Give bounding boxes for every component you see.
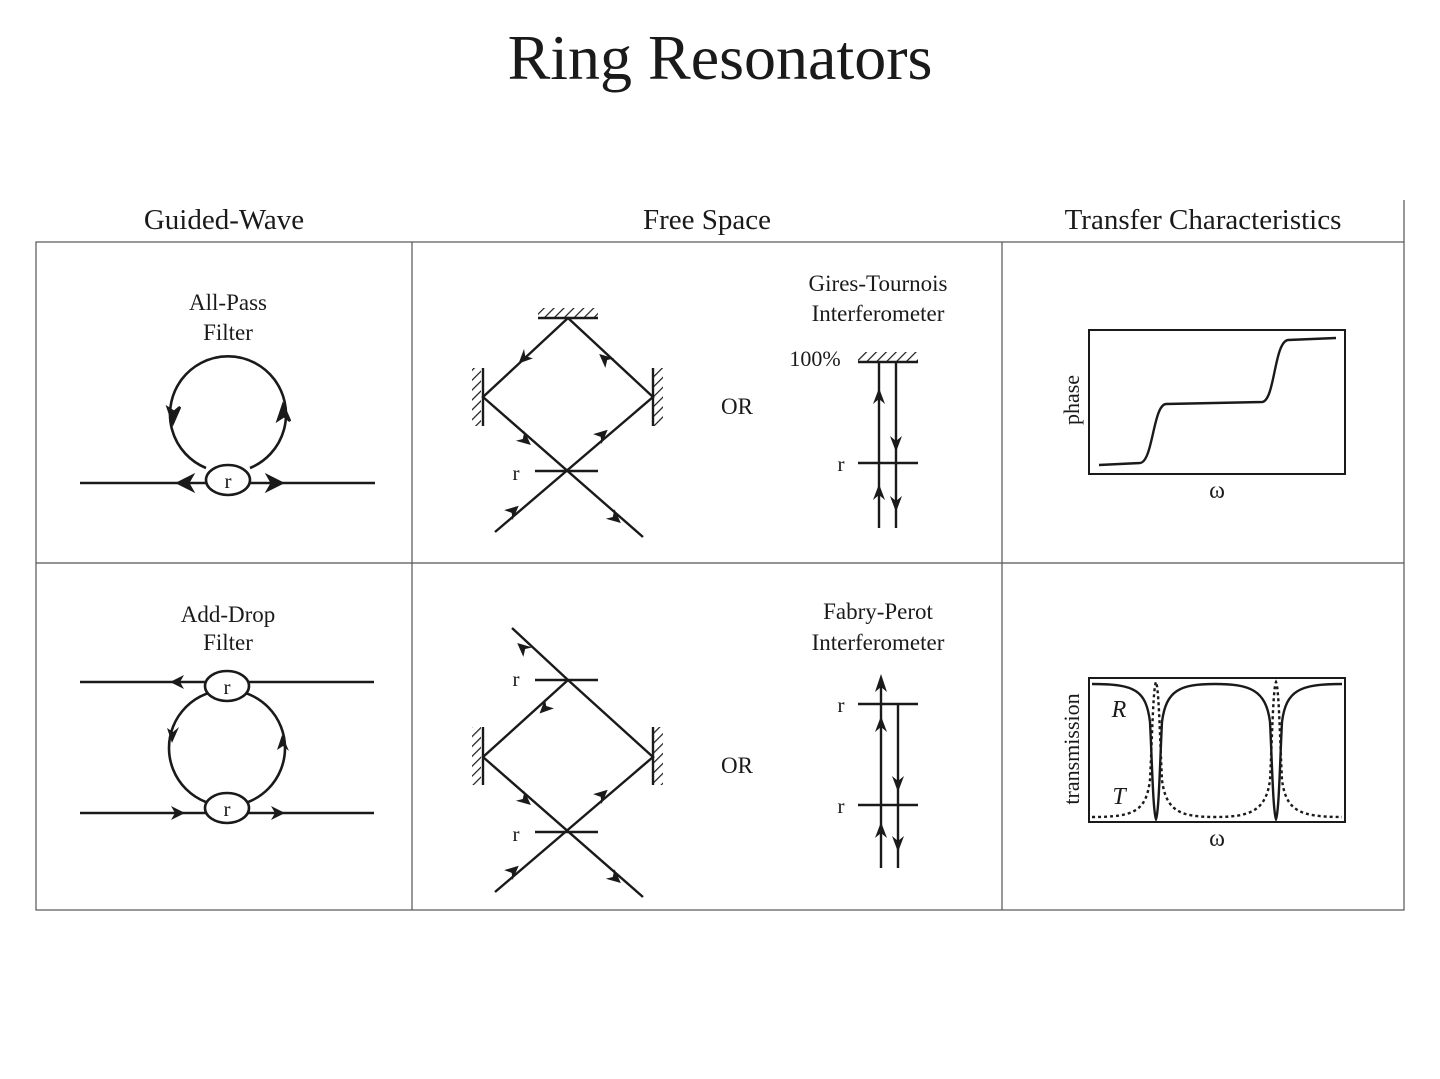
beam-path (481, 678, 655, 898)
beamsplitter-bottom-r-label: r (513, 822, 520, 846)
phase-plot-frame (1088, 329, 1346, 475)
arrow-head-icon (517, 642, 533, 657)
mirror-right-icon (654, 727, 663, 785)
coupler-top-r-label: r (224, 675, 231, 699)
arrow-head-icon (175, 472, 196, 494)
coupler-r-label: r (225, 469, 232, 493)
arrow-head-icon (518, 348, 533, 364)
gires-tournois-label-line1: Gires-Tournois (809, 271, 948, 296)
transmission-curve (1091, 679, 1343, 819)
ring-waveguide (168, 355, 288, 470)
phase-curve (1098, 336, 1337, 467)
drop-beam (511, 627, 569, 681)
arrow-head-icon (875, 822, 887, 838)
arrow-head-icon (605, 869, 621, 883)
free-space-ring-diagram-1: r (472, 308, 663, 538)
arrow-head-icon (599, 353, 615, 368)
mirror-top-icon (538, 308, 598, 317)
mirror-left-icon (472, 368, 481, 426)
arrow-head-icon (504, 865, 519, 881)
transmission-plot: R T transmission ω (1059, 677, 1346, 852)
arrow-head-icon (165, 404, 182, 427)
gires-tournois-label-line2: Interferometer (812, 301, 945, 326)
back-mirror-icon (858, 352, 918, 361)
coupler-bottom-r-label: r (224, 797, 231, 821)
fabry-perot-label-line2: Interferometer (812, 630, 945, 655)
free-space-ring-diagram-2: r r (472, 627, 663, 898)
arrow-head-icon (539, 698, 554, 714)
ring-waveguide (167, 688, 287, 808)
transmission-plot-xlabel: ω (1209, 826, 1225, 852)
beamsplitter-r-label: r (513, 461, 520, 485)
arrow-head-icon (875, 716, 887, 732)
mirror-reflectivity-label: 100% (789, 346, 840, 371)
phase-plot: phase ω (1059, 329, 1346, 504)
arrow-head-icon (515, 431, 531, 445)
fabry-perot-diagram: Fabry-Perot Interferometer r r (812, 599, 945, 868)
arrow-head-icon (890, 496, 902, 512)
mirror-left-icon (472, 727, 481, 785)
all-pass-label-line1: All-Pass (189, 290, 267, 315)
coupler-ellipse (204, 463, 252, 497)
arrow-head-icon (171, 806, 185, 820)
mirror-right-icon (654, 368, 663, 426)
coupler-bottom-ellipse (203, 791, 251, 825)
slide-title: Ring Resonators (507, 22, 933, 93)
arrow-head-icon (593, 429, 608, 445)
column-header-free-space: Free Space (642, 204, 772, 236)
arrow-head-icon (275, 401, 292, 424)
transmission-plot-frame (1088, 677, 1346, 823)
arrow-head-icon (890, 436, 902, 452)
arrow-head-icon (892, 836, 904, 852)
arrow-head-icon (515, 791, 531, 805)
arrow-head-icon (271, 806, 285, 820)
arrow-head-icon (264, 472, 285, 494)
arrow-head-icon (167, 727, 179, 743)
or-text-row1: OR (721, 394, 754, 419)
transmission-curve-label: T (1112, 784, 1127, 810)
reflection-curve (1091, 682, 1343, 823)
arrow-head-icon (277, 735, 289, 751)
gires-tournois-diagram: Gires-Tournois Interferometer 100% r (789, 271, 948, 528)
beam-path (481, 316, 655, 538)
column-header-guided-wave: Guided-Wave (143, 204, 305, 236)
all-pass-filter-diagram: All-Pass Filter r (80, 290, 375, 497)
column-header-transfer-characteristics: Transfer Characteristics (1064, 204, 1342, 236)
all-pass-label-line2: Filter (203, 320, 253, 345)
coupler-top-ellipse (203, 669, 251, 703)
fabry-perot-label-line1: Fabry-Perot (823, 599, 933, 624)
arrow-head-icon (504, 505, 519, 521)
arrow-head-icon (605, 509, 621, 523)
arrow-head-icon (873, 388, 885, 404)
add-drop-filter-diagram: Add-Drop Filter r r (80, 602, 374, 825)
arrow-head-icon (593, 789, 608, 805)
add-drop-label-line2: Filter (203, 630, 253, 655)
table-grid (35, 200, 1405, 911)
arrow-head-icon (873, 484, 885, 500)
phase-plot-ylabel: phase (1059, 375, 1084, 425)
arrow-head-icon (875, 674, 887, 692)
mirror-bottom-r-label: r (838, 794, 845, 818)
mirror-top-r-label: r (838, 693, 845, 717)
phase-plot-xlabel: ω (1209, 478, 1225, 504)
or-text-row2: OR (721, 753, 754, 778)
transmission-plot-ylabel: transmission (1059, 693, 1084, 804)
beamsplitter-top-r-label: r (513, 667, 520, 691)
arrow-head-icon (170, 675, 184, 689)
partial-mirror-r-label: r (838, 452, 845, 476)
add-drop-label-line1: Add-Drop (181, 602, 276, 627)
arrow-head-icon (892, 776, 904, 792)
reflection-curve-label: R (1111, 697, 1127, 723)
